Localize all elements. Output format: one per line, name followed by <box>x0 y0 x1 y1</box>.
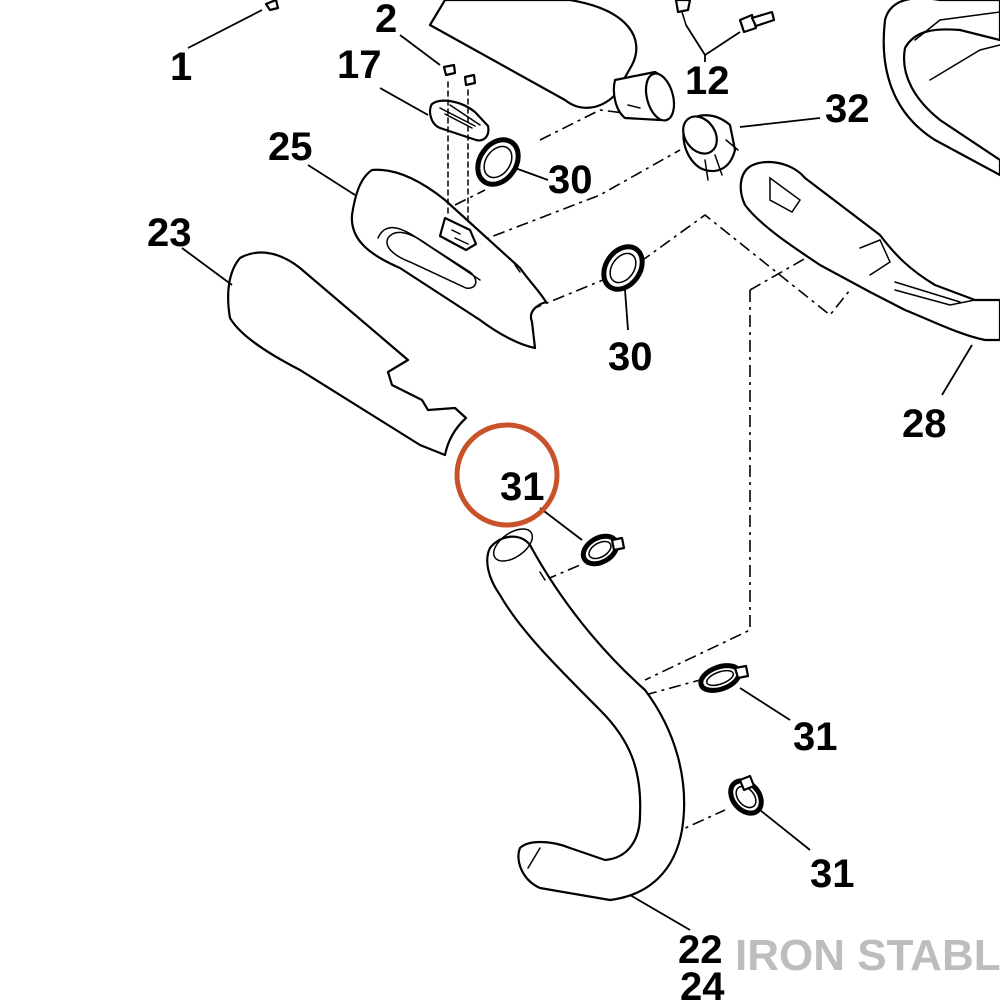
callout-30-lower: 30 <box>608 335 653 379</box>
callout-labels: 1 2 17 12 32 25 30 23 30 28 31 31 31 22 … <box>147 0 947 1000</box>
upper-muffler <box>428 0 676 122</box>
screw-1 <box>264 0 280 12</box>
heat-shield-25 <box>350 168 548 350</box>
callout-2: 2 <box>375 0 397 41</box>
callout-30-upper: 30 <box>548 158 593 202</box>
callout-23: 23 <box>147 211 192 255</box>
callout-17: 17 <box>337 43 382 87</box>
highlight-circle <box>454 422 560 528</box>
leader-lines <box>181 9 973 931</box>
callout-24: 24 <box>680 965 725 1000</box>
callout-1: 1 <box>170 45 192 89</box>
callout-28: 28 <box>902 402 947 446</box>
callout-31-mid: 31 <box>793 715 838 759</box>
rear-pipe-28 <box>739 0 1000 342</box>
heat-shield-23 <box>227 251 468 457</box>
clamp-30-upper <box>475 137 521 187</box>
front-pipe-22-24 <box>486 528 686 902</box>
clamp-30-lower <box>601 244 645 292</box>
clamp-31-upper <box>580 533 626 567</box>
callout-25: 25 <box>268 125 313 169</box>
callout-32: 32 <box>825 87 870 131</box>
callout-31-low: 31 <box>810 852 855 896</box>
coupler-32 <box>682 114 739 181</box>
clamp-31-low <box>728 774 764 816</box>
watermark: IRON STABLE <box>735 931 1000 980</box>
callout-22: 22 <box>678 928 723 972</box>
clamp-31-mid <box>698 663 750 693</box>
callout-12: 12 <box>685 59 730 103</box>
cover-17 <box>429 63 490 226</box>
callout-31-highlighted: 31 <box>500 465 545 509</box>
bolts-12 <box>674 0 776 62</box>
